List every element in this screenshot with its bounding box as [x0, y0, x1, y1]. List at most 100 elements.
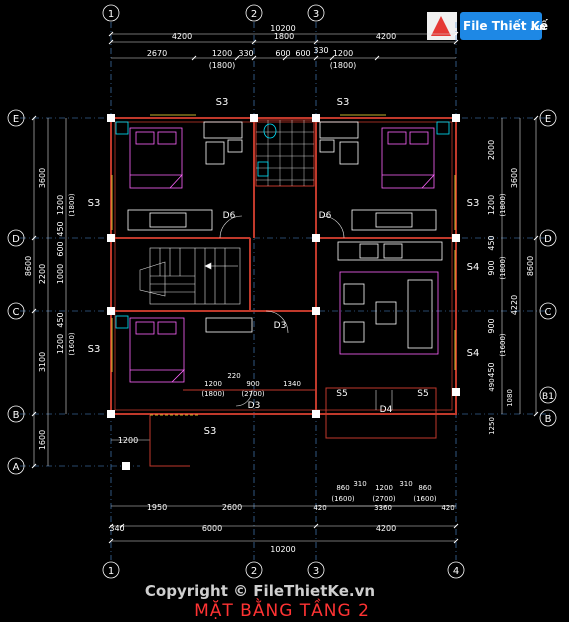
dim-top-1800: 1800 — [274, 32, 294, 41]
dim-right-450b: 450 — [487, 362, 496, 377]
dim-top-600b: 600 — [295, 49, 310, 58]
dimension-lines — [33, 33, 537, 542]
dim-top-sub-a: (1800) — [209, 61, 236, 70]
grid-x-3-top: 3 — [313, 9, 319, 20]
dim-left-2200: 2200 — [38, 264, 47, 284]
dim-top-1200b: 1200 — [333, 49, 353, 58]
grid-y-c-right: C — [545, 307, 552, 318]
dim-bottom-1200: 1200 — [118, 436, 138, 445]
dim-bottom-420a: 420 — [313, 504, 326, 512]
sink-icon — [257, 161, 269, 177]
dim-top-4200b: 4200 — [376, 32, 396, 41]
dim-int-1800: (1800) — [201, 390, 225, 398]
cabinet-icon — [205, 317, 253, 333]
dim-left-sub-a: (1800) — [68, 193, 76, 217]
drawing-title: MẶT BẰNG TẦNG 2 — [194, 597, 370, 621]
room-label-s3-right: S3 — [467, 198, 480, 209]
wardrobe-icon-3 — [115, 315, 129, 329]
door-label-d4: D4 — [380, 405, 393, 415]
grid-bubbles-right: E D C B1 B — [539, 109, 557, 427]
dim-top-330b: 330 — [313, 46, 328, 55]
sofa-icon-2 — [351, 209, 437, 231]
column-posts — [107, 114, 460, 470]
bed-icon — [129, 127, 183, 189]
dim-left-1600: 1600 — [38, 430, 47, 450]
dim-bottom-sub-a: (1600) — [331, 495, 355, 503]
dim-right-1250: 1250 — [488, 417, 496, 435]
dim-top-330a: 330 — [238, 49, 253, 58]
dim-top-sub-b: (1800) — [330, 61, 357, 70]
bed-icon-3 — [129, 317, 185, 383]
grid-axes — [20, 22, 550, 560]
top-dimensions: 10200 4200 1800 4200 2670 1200 330 600 6… — [147, 24, 396, 70]
room-label-s5-right: S5 — [417, 389, 428, 399]
room-label-s3-bottom: S3 — [204, 426, 217, 437]
bed-icon-2 — [381, 127, 435, 189]
dim-top-4200a: 4200 — [172, 32, 192, 41]
dim-top-overall: 10200 — [270, 24, 295, 33]
dim-bottom-860a: 860 — [336, 484, 349, 492]
dim-left-1200a: 1200 — [56, 195, 65, 215]
wardrobe-icon-2 — [436, 121, 450, 135]
grid-x-1-bottom: 1 — [108, 566, 114, 577]
logo-text: File Thiết Kế — [463, 19, 549, 33]
dim-right-overall: 8600 — [526, 256, 535, 276]
dim-left-sub-b: (1600) — [68, 332, 76, 356]
dim-bottom-860b: 860 — [418, 484, 431, 492]
door-labels: D6 D6 D3 D3 D4 — [223, 211, 393, 415]
dim-right-1080: 1080 — [506, 389, 514, 407]
door-label-d3-bottom: D3 — [248, 401, 261, 411]
dim-right-900a: 900 — [487, 260, 496, 275]
dim-bottom-340: 340 — [109, 524, 124, 533]
chair-icon-2 — [339, 141, 359, 165]
grid-bubbles-top: 1 2 3 — [102, 4, 325, 22]
chair-icon — [205, 141, 225, 165]
grid-y-d-left: D — [12, 234, 20, 245]
dim-bottom-sub-c: (1600) — [413, 495, 437, 503]
dim-bottom-sub-b: (2700) — [372, 495, 396, 503]
logo-suffix: .vn — [530, 23, 546, 33]
desk-icon-2 — [319, 121, 359, 139]
interior-dimensions: 1200 (1800) 220 900 (2700) 1340 — [201, 372, 301, 398]
door-label-d6-right: D6 — [319, 211, 332, 221]
living-set-icon — [339, 271, 439, 355]
dim-bottom-420b: 420 — [441, 504, 454, 512]
dim-bottom-310b: 310 — [399, 480, 412, 488]
grid-y-b1-right: B1 — [542, 392, 554, 402]
room-label-s3-top-right: S3 — [337, 97, 350, 108]
dim-right-2000: 2000 — [487, 140, 496, 160]
dim-int-1200: 1200 — [204, 380, 222, 388]
dim-int-900: 900 — [246, 380, 259, 388]
dim-int-2700: (2700) — [241, 390, 265, 398]
grid-y-a-left: A — [13, 462, 20, 473]
dim-left-3600: 3600 — [38, 168, 47, 188]
dim-bottom-1950: 1950 — [147, 503, 167, 512]
dim-left-600: 600 — [56, 241, 65, 256]
dim-int-220: 220 — [227, 372, 240, 380]
outer-wall — [110, 117, 457, 415]
grid-bubbles-bottom: 1 2 3 4 — [102, 561, 465, 579]
bottom-dimensions: 1200 1950 2600 420 860 310 1200 310 860 … — [109, 436, 454, 554]
dim-right-4220: 4220 — [510, 295, 519, 315]
walls — [110, 117, 457, 467]
grid-y-e-left: E — [13, 114, 19, 125]
grid-x-1-top: 1 — [108, 9, 114, 20]
dim-bottom-310a: 310 — [353, 480, 366, 488]
room-labels: S3 S3 S3 S3 S3 S3 S4 S4 S5 S5 — [88, 97, 480, 437]
copyright-text: Copyright © FileThietKe.vn — [145, 582, 375, 600]
room-label-s5-left: S5 — [336, 389, 347, 399]
door-swings — [219, 215, 393, 410]
wc-tiles — [256, 120, 314, 186]
room-label-s4-lower: S4 — [467, 348, 480, 359]
door-label-d3-middle: D3 — [274, 321, 287, 331]
room-label-s4-upper: S4 — [467, 262, 480, 273]
dim-left-3100: 3100 — [38, 352, 47, 372]
desk-icon — [203, 121, 243, 139]
room-label-s3-left-upper: S3 — [88, 198, 101, 209]
dim-top-600a: 600 — [275, 49, 290, 58]
dim-bottom-overall: 10200 — [270, 545, 295, 554]
grid-y-e-right: E — [545, 114, 551, 125]
logo-banner — [460, 12, 542, 40]
dim-right-450a: 450 — [487, 235, 496, 250]
